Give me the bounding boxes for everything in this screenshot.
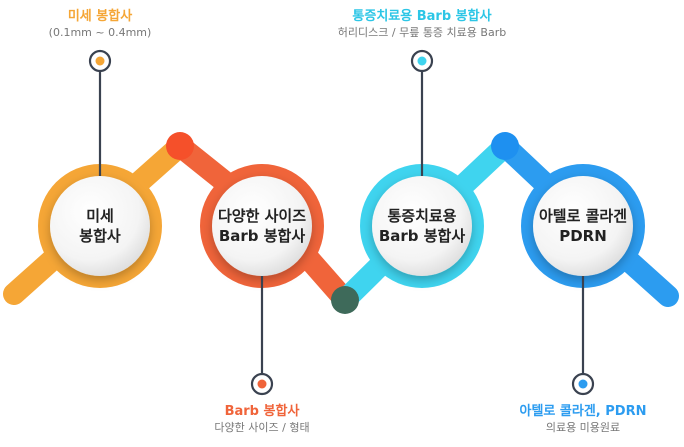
node-4-line2: PDRN [559,227,607,245]
callout-3: 통증치료용 Barb 봉합사 허리디스크 / 무릎 통증 치료용 Barb [312,9,532,40]
node-2-line1: 다양한 사이즈 [217,207,307,225]
callout-1-title: 미세 봉합사 [67,9,133,24]
node-2-text: 다양한 사이즈 Barb 봉합사 [197,206,327,246]
node-circle-1 [50,176,150,276]
marker-2 [250,372,274,396]
marker-4 [571,372,595,396]
node-1-line2: 봉합사 [79,227,121,245]
callout-2-title: Barb 봉합사 [224,404,300,419]
node-1-text: 미세 봉합사 [40,206,160,246]
node-circle-3 [372,176,472,276]
junction-bottom-mid [331,286,359,314]
node-3-line2: Barb 봉합사 [378,227,466,245]
node-2-line2: Barb 봉합사 [218,227,306,245]
node-4-text: 아텔로 콜라겐 PDRN [518,206,648,246]
node-1-line1: 미세 [86,207,114,225]
callout-1: 미세 봉합사 (0.1mm ~ 0.4mm) [20,9,180,40]
node-3-line1: 통증치료용 [387,207,457,225]
callout-2: Barb 봉합사 다양한 사이즈 / 형태 [172,404,352,435]
marker-3 [410,49,434,73]
node-circle-4 [533,176,633,276]
marker-1 [88,49,112,73]
node-4-line1: 아텔로 콜라겐 [538,207,628,225]
callout-3-title: 통증치료용 Barb 봉합사 [352,9,492,24]
node-circle-2 [212,176,312,276]
callout-4-title: 아텔로 콜라겐, PDRN [519,404,647,419]
callout-4: 아텔로 콜라겐, PDRN 의료용 미용원료 [493,404,673,435]
callout-3-sub: 허리디스크 / 무릎 통증 치료용 Barb [337,26,507,39]
junction-top-left [166,132,194,160]
callout-2-sub: 다양한 사이즈 / 형태 [214,421,310,434]
callout-4-sub: 의료용 미용원료 [545,421,621,434]
callout-1-sub: (0.1mm ~ 0.4mm) [48,26,152,39]
node-3-text: 통증치료용 Barb 봉합사 [357,206,487,246]
junction-top-right [491,132,519,160]
